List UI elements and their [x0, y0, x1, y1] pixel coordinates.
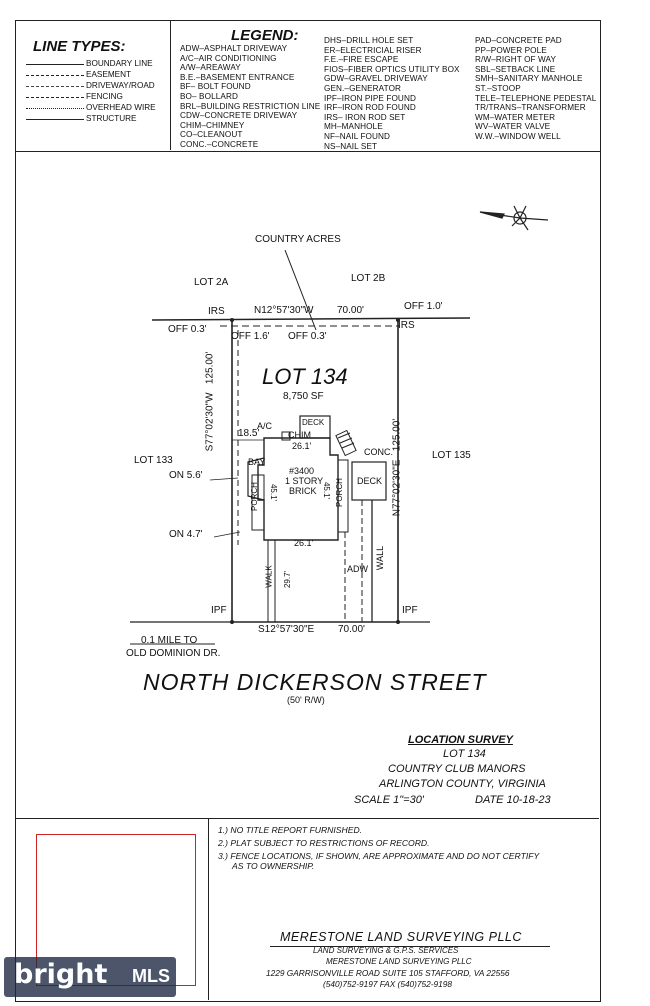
- lot-area: 8,750 SF: [283, 391, 324, 402]
- company-phone: (540)752-9197 FAX (540)752-9198: [323, 979, 452, 989]
- company-underline: [270, 946, 550, 947]
- company-name-small: MERESTONE LAND SURVEYING PLLC: [326, 957, 472, 966]
- bottom-bearing-label: S12°57'30"E: [258, 624, 315, 635]
- bright-mls-watermark: bright MLS: [4, 957, 176, 997]
- house-number: #3400: [289, 466, 315, 476]
- ac-label: A/C: [257, 421, 273, 431]
- lot-2b-label: LOT 2B: [351, 273, 386, 284]
- country-acres-leader: [284, 249, 317, 331]
- left-boundary-label: S77°02'30"W 125.00': [204, 351, 216, 452]
- line-type-fencing: FENCING: [26, 92, 166, 103]
- chimney: [281, 431, 291, 441]
- top-deck-label: DECK: [302, 418, 325, 427]
- right-porch: [337, 459, 349, 533]
- house-type: BRICK: [289, 486, 317, 496]
- line-type-driveway: DRIVEWAY/ROAD: [26, 81, 166, 92]
- right-deck: [351, 461, 387, 501]
- note-1: 1.) NO TITLE REPORT FURNISHED.: [218, 825, 363, 835]
- chim-label: CHIM: [288, 430, 311, 440]
- ipf-left-label: IPF: [211, 605, 227, 616]
- top-bearing-label: N12°57'30"W: [254, 305, 314, 316]
- off-left-label: OFF 0.3': [168, 324, 207, 335]
- line-type-overhead-wire: OVERHEAD WIRE: [26, 103, 166, 114]
- survey-scale: SCALE 1"=30': [354, 794, 424, 806]
- lot-2a-label: LOT 2A: [194, 277, 229, 288]
- seal-divider: [208, 818, 209, 1000]
- line-type-structure: STRUCTURE: [26, 114, 166, 125]
- adw-label: ADW: [347, 564, 368, 574]
- house-story: 1 STORY: [285, 476, 324, 486]
- bottom-divider: [15, 818, 599, 819]
- watermark-suffix: MLS: [132, 966, 170, 986]
- dim-45-1-right: 45.1': [322, 481, 332, 500]
- line-type-easement: EASEMENT: [26, 70, 166, 81]
- dim-45-1-left: 45.1': [269, 483, 279, 502]
- lot-boundary: [231, 320, 399, 623]
- off-top-right-label: OFF 1.0': [404, 301, 443, 312]
- company-services: LAND SURVEYING & G.P.S. SERVICES: [313, 946, 459, 955]
- porch-left-label: PORCH: [249, 482, 259, 511]
- lot-title: LOT 134: [262, 364, 348, 389]
- company-name: MERESTONE LAND SURVEYING PLLC: [280, 930, 522, 944]
- north-arrow-icon: [479, 205, 549, 231]
- on-5-6-label: ON 5.6': [169, 470, 203, 481]
- legend-title: LEGEND:: [231, 27, 299, 44]
- lot-133-label: LOT 133: [134, 455, 173, 466]
- wall-label: WALL: [375, 545, 386, 571]
- survey-heading: LOCATION SURVEY: [408, 734, 513, 746]
- house-footprint: [257, 437, 339, 541]
- survey-date: DATE 10-18-23: [475, 794, 551, 806]
- survey-subdivision: COUNTRY CLUB MANORS: [388, 763, 526, 775]
- porch-right-label: PORCH: [334, 478, 344, 507]
- survey-lot: LOT 134: [443, 748, 486, 760]
- bay-window: [247, 457, 265, 501]
- concrete-steps: [335, 429, 357, 457]
- dim-top-26-1: 26.1': [292, 441, 312, 451]
- on-4-7-label: ON 4.7': [169, 529, 203, 540]
- mile-note-2: OLD DOMINION DR.: [126, 648, 221, 659]
- dim-29-7: 29.7': [283, 570, 293, 589]
- dim-18-5: 18.5': [238, 428, 260, 439]
- bottom-distance-label: 70.00': [338, 624, 365, 635]
- conc-label: CONC.: [364, 447, 393, 457]
- irs-right-label: IRS: [398, 320, 415, 331]
- watermark-text: bright: [14, 959, 108, 990]
- line-type-boundary: BOUNDARY LINE: [26, 59, 166, 70]
- country-acres-label: COUNTRY ACRES: [255, 234, 341, 245]
- note-2: 2.) PLAT SUBJECT TO RESTRICTIONS OF RECO…: [218, 838, 430, 848]
- top-distance-label: 70.00': [337, 305, 364, 316]
- top-boundary-line: [151, 317, 471, 321]
- walk-label: WALK: [264, 565, 274, 588]
- line-types-title: LINE TYPES:: [33, 38, 126, 55]
- deck-right-label: DECK: [357, 476, 383, 486]
- irs-left-label: IRS: [208, 306, 225, 317]
- off-1-6-label: OFF 1.6': [231, 331, 270, 342]
- survey-county: ARLINGTON COUNTY, VIRGINIA: [379, 778, 546, 790]
- header-divider: [170, 20, 171, 150]
- left-porch: [251, 474, 265, 531]
- note-3-cont: AS TO OWNERSHIP.: [232, 861, 315, 871]
- header-box: [15, 20, 601, 152]
- company-address: 1229 GARRISONVILLE ROAD SUITE 105 STAFFO…: [266, 968, 510, 978]
- street-name: NORTH DICKERSON STREET: [143, 669, 487, 695]
- ipf-right-label: IPF: [402, 605, 418, 616]
- street-rw: (50' R/W): [287, 695, 325, 705]
- right-boundary-label: N77°02'30"E 125.00': [391, 418, 403, 517]
- top-deck: [299, 415, 331, 439]
- off-0-3-label: OFF 0.3': [288, 331, 327, 342]
- lot-135-label: LOT 135: [432, 450, 471, 461]
- note-3: 3.) FENCE LOCATIONS, IF SHOWN, ARE APPRO…: [218, 851, 540, 861]
- mile-note-1: 0.1 MILE TO: [141, 635, 198, 646]
- bay-label: BAY: [248, 457, 266, 467]
- dim-bottom-26-1: 26.1': [294, 538, 314, 548]
